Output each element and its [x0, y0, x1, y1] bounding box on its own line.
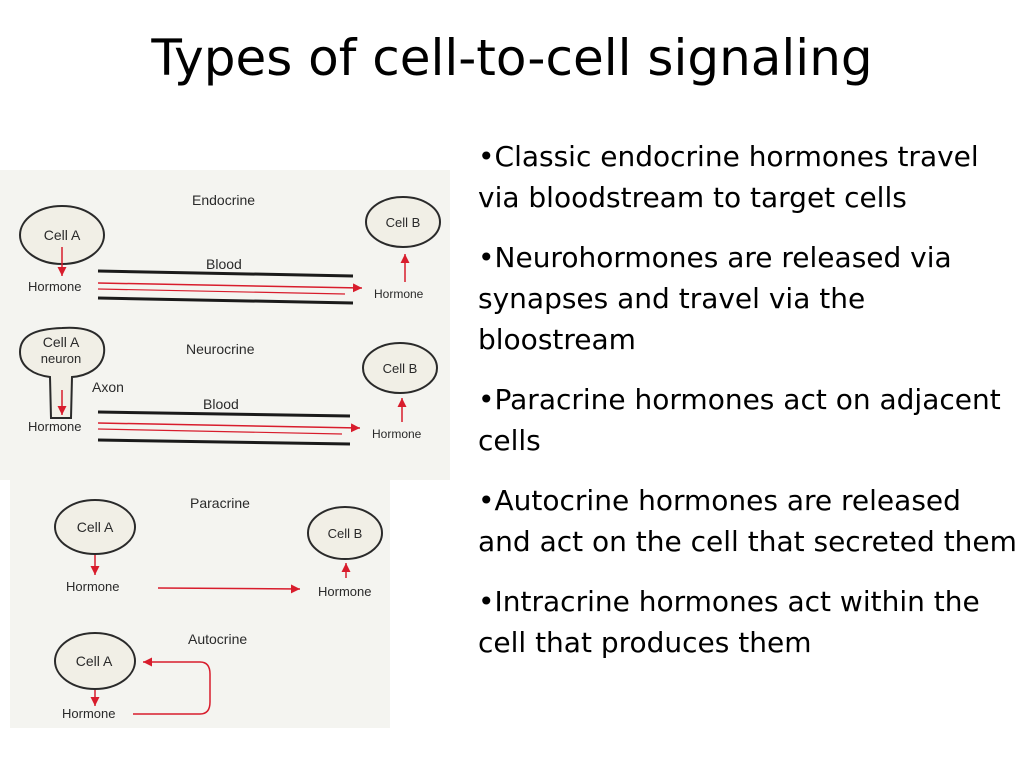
endocrine-vessel-bottom — [97, 296, 354, 305]
bullet-intracrine: •Intracrine hormones act within the cell… — [478, 585, 980, 659]
paracrine-cell-b — [307, 506, 383, 560]
neurocrine-blood-label: Blood — [203, 396, 239, 412]
signaling-diagram: Endocrine Cell A Hormone Blood Cell B Ho… — [0, 170, 450, 728]
neurocrine-cell-a-label: Cell A — [43, 334, 80, 350]
endocrine-heading: Endocrine — [192, 192, 255, 208]
neurocrine-cell-b — [362, 342, 438, 394]
neurocrine-hormone-left: Hormone — [28, 419, 81, 434]
paracrine-cell-a-label: Cell A — [77, 519, 114, 535]
autocrine-heading: Autocrine — [188, 631, 247, 647]
neurocrine-vessel-bottom — [97, 438, 351, 446]
neurocrine-vessel-top — [97, 410, 351, 418]
bullet-paracrine: •Paracrine hormones act on adjacent cell… — [478, 383, 1001, 457]
endocrine-blood-arrow — [97, 282, 363, 293]
paracrine-hormone-right: Hormone — [318, 584, 371, 599]
autocrine-hormone: Hormone — [62, 706, 115, 721]
bullet-list: •Classic endocrine hormones travel via b… — [478, 136, 1018, 682]
endocrine-hormone-right: Hormone — [374, 287, 424, 301]
neurocrine-cell-b-label: Cell B — [383, 361, 418, 376]
endocrine-hormone-left: Hormone — [28, 279, 81, 294]
autocrine-cell-a-label: Cell A — [76, 653, 113, 669]
neurocrine-blood-arrow-tail — [97, 428, 343, 435]
paracrine-cell-a — [54, 499, 136, 555]
slide-title: Types of cell-to-cell signaling — [151, 29, 873, 87]
autocrine-cell-a — [54, 632, 136, 690]
neurocrine-blood-arrow — [97, 422, 361, 433]
bullet-endocrine: •Classic endocrine hormones travel via b… — [478, 140, 979, 214]
endocrine-blood-label: Blood — [206, 256, 242, 272]
paracrine-hormone-left: Hormone — [66, 579, 119, 594]
endocrine-blood-arrow-tail — [97, 288, 346, 295]
paracrine-heading: Paracrine — [190, 495, 250, 511]
autocrine-loop-arrow — [133, 657, 211, 715]
neurocrine-neuron-label: neuron — [41, 351, 81, 366]
neurocrine-axon-label: Axon — [92, 379, 124, 395]
paracrine-cell-b-label: Cell B — [328, 526, 363, 541]
endocrine-cell-a-label: Cell A — [44, 227, 81, 243]
endocrine-cell-b — [365, 196, 441, 248]
endocrine-vessel-top — [97, 269, 354, 278]
neurocrine-heading: Neurocrine — [186, 341, 255, 357]
endocrine-cell-b-label: Cell B — [386, 215, 421, 230]
bullet-neurohormones: •Neurohormones are released via synapses… — [478, 241, 952, 356]
bullet-autocrine: •Autocrine hormones are released and act… — [478, 484, 1017, 558]
paracrine-transfer-arrow — [157, 584, 301, 594]
neurocrine-hormone-right: Hormone — [372, 427, 422, 441]
neuron-cell-a — [18, 326, 106, 419]
